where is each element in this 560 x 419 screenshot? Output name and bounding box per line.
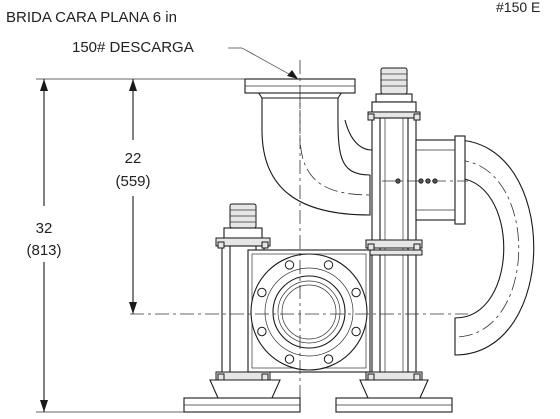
flange-bolt-hole — [323, 260, 334, 270]
flange-bolt-hole — [351, 326, 361, 337]
base-feet — [183, 379, 453, 413]
discharge-elbow — [244, 78, 373, 216]
side-housing — [382, 135, 468, 225]
pump-casing — [247, 60, 371, 400]
dim-short-inches: 22 — [125, 150, 142, 167]
plate-nuts — [217, 113, 421, 381]
dimension-tall — [36, 78, 245, 413]
flange-bolt-hole — [257, 326, 267, 337]
flange-callout-line2: 150# DESCARGA — [72, 39, 194, 56]
flange-bolt-hole — [351, 287, 361, 298]
flange-callout-line1: BRIDA CARA PLANA 6 in — [6, 9, 177, 26]
dim-short-mm: (559) — [115, 173, 150, 190]
flange-bolt-hole — [284, 260, 295, 270]
flange-bolt-hole — [257, 287, 267, 298]
flange-callout-leader — [228, 47, 299, 80]
dim-tall-inches: 32 — [36, 220, 53, 237]
u-bend-pipe — [454, 139, 535, 356]
flange-bolt-ring — [257, 260, 361, 364]
dimension-short — [129, 79, 137, 314]
right-column-assembly — [365, 67, 423, 381]
flange-bolt-hole — [284, 354, 295, 364]
dim-tall-mm: (813) — [26, 242, 61, 259]
flange-bolt-hole — [323, 354, 334, 364]
corner-note: #150 E — [496, 0, 540, 15]
